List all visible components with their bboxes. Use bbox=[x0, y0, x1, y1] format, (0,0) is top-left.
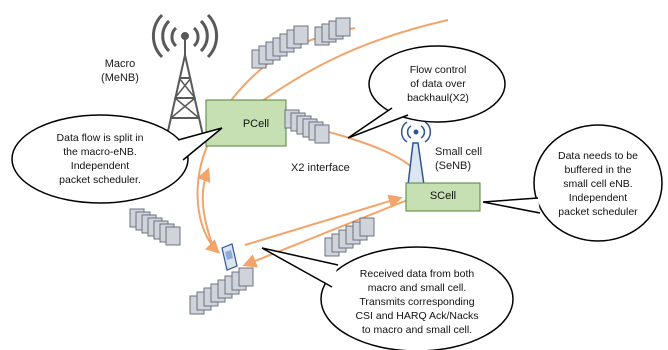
ue-phone-icon bbox=[221, 243, 238, 271]
packet-block bbox=[238, 267, 254, 287]
pcell-to-ue-flow bbox=[196, 139, 221, 254]
scell-box bbox=[405, 182, 481, 212]
packet-stack-top bbox=[251, 25, 309, 69]
callout-macro-split-shape bbox=[11, 114, 189, 204]
scell-label: SCell bbox=[429, 190, 457, 202]
callout-flow-control: Flow control of data over backhaul(X2) bbox=[407, 64, 469, 104]
packet-block bbox=[314, 124, 330, 144]
small-cell-antenna-icon bbox=[400, 121, 432, 186]
packet-stack-lower bbox=[324, 217, 375, 257]
macro-tower-icon bbox=[151, 13, 219, 141]
callout-flow-control-shape bbox=[368, 45, 506, 123]
callout-macro-split: Data flow is split in the macro-eNB. Ind… bbox=[56, 132, 144, 186]
packet-block bbox=[165, 226, 181, 246]
packet-stacks bbox=[129, 17, 375, 315]
packet-stack-left bbox=[129, 208, 181, 246]
callout-small-cell-buffer: Data needs to be buffered in the small c… bbox=[558, 150, 638, 218]
callout-ue-received: Received data from both macro and small … bbox=[355, 268, 479, 336]
x2-flow-line bbox=[267, 117, 419, 191]
callout-shapes bbox=[11, 45, 663, 350]
packet-stack-right-top bbox=[314, 17, 351, 46]
macro-label: Macro (MeNB) bbox=[101, 58, 139, 84]
packet-block bbox=[335, 17, 351, 37]
callout-small-cell-buffer-shape bbox=[533, 124, 663, 242]
ue-to-pcell-flow bbox=[197, 167, 213, 245]
packet-stack-bottom bbox=[189, 267, 254, 315]
pcell-label: PCell bbox=[242, 118, 270, 130]
pcell-box bbox=[205, 99, 287, 147]
small-cell-label: Small cell (SeNB) bbox=[435, 146, 483, 172]
packet-block bbox=[359, 217, 375, 237]
ue-to-scell-flow bbox=[244, 194, 403, 246]
x2-interface-label: X2 interface bbox=[291, 162, 350, 174]
packet-stack-middle bbox=[284, 109, 330, 144]
packet-block bbox=[293, 25, 309, 45]
